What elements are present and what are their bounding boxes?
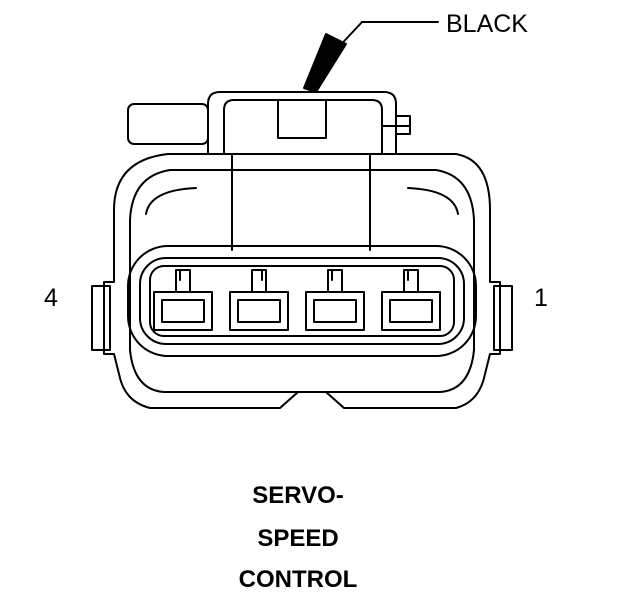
caption-line-1: SERVO-	[252, 482, 344, 509]
caption-line-3: CONTROL	[238, 566, 358, 593]
cavity-inner	[139, 257, 465, 345]
latch-channel	[231, 153, 371, 251]
callout-leader-line	[333, 21, 439, 53]
pin-label-left: 4	[44, 284, 58, 312]
terminal-4	[153, 269, 213, 331]
left-lug	[91, 285, 111, 351]
inner-arc-left	[145, 187, 197, 215]
terminal-3	[229, 269, 289, 331]
inner-arc-right	[407, 187, 459, 215]
cavity-deep	[149, 265, 455, 337]
caption-line-2: SPEED	[257, 525, 339, 552]
terminal-2	[305, 269, 365, 331]
latch-left-ear	[127, 103, 209, 145]
housing-inner	[129, 169, 475, 393]
latch-tab	[277, 99, 327, 139]
housing-outer	[103, 153, 501, 409]
pin-label-right: 1	[534, 284, 548, 312]
cavity-outer	[127, 245, 477, 357]
terminal-1	[381, 269, 441, 331]
callout-label: BLACK	[446, 10, 528, 38]
latch-outer	[207, 91, 397, 155]
latch-inner	[223, 99, 383, 155]
right-lug	[493, 285, 513, 351]
callout-arrowhead	[303, 33, 347, 93]
